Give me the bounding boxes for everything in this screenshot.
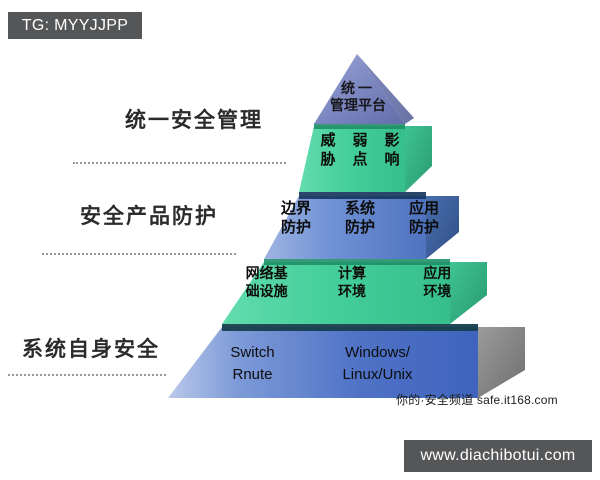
watermark-tag-top: TG: MYYJJPP [8, 12, 142, 39]
threats-col-2: 弱 点 [344, 131, 376, 169]
products-col-2: 系统 防护 [328, 199, 392, 237]
stage-divider-1 [73, 162, 286, 164]
stage-label-system-self-security: 系统自身安全 [22, 337, 160, 361]
pyramid-layer-security-products [264, 192, 459, 259]
products-col-3: 应用 防护 [392, 199, 456, 237]
infra-col-1-line-1: 网络基 [245, 265, 288, 281]
pyramid-layer-apex [314, 54, 414, 124]
pyramid-layer-threats [299, 123, 432, 192]
products-col-1: 边界 防护 [264, 199, 328, 237]
products-col-2-line-2: 防护 [344, 219, 375, 237]
infra-col-1-line-2: 础设施 [245, 282, 288, 299]
stage-divider-2 [42, 253, 236, 255]
threats-col-1-line-2: 胁 [320, 151, 336, 169]
pyramid-layer-security-products-text: 边界 防护 系统 防护 应用 防护 [264, 199, 456, 237]
infra-col-3-line-2: 环境 [423, 282, 452, 299]
infra-col-2-line-2: 环境 [337, 282, 366, 299]
threats-col-1-line-1: 威 [320, 132, 336, 149]
products-col-3-line-2: 防护 [408, 219, 439, 237]
threats-col-2-line-1: 弱 [352, 132, 368, 149]
threats-col-2-line-2: 点 [352, 151, 368, 169]
products-col-2-line-1: 系统 [344, 200, 375, 217]
infra-col-3-line-1: 应用 [423, 265, 452, 281]
stage-label-security-product-protection: 安全产品防护 [80, 204, 218, 228]
products-col-1-line-1: 边界 [280, 200, 311, 217]
threats-col-1: 威 胁 [312, 131, 344, 169]
pyramid-layer-infrastructure [222, 259, 487, 324]
pyramid-layer-infrastructure-text: 网络基 础设施 计算 环境 应用 环境 [224, 265, 480, 301]
infra-col-2: 计算 环境 [309, 265, 394, 301]
stage-label-unified-security-management: 统一安全管理 [125, 108, 263, 132]
threats-col-3: 影 响 [376, 131, 408, 169]
products-col-1-line-2: 防护 [280, 219, 311, 237]
watermark-url-bottom: www.diachibotui.com [404, 440, 592, 472]
infra-col-1: 网络基 础设施 [224, 265, 309, 301]
threats-col-3-line-2: 响 [384, 151, 400, 169]
infra-col-2-line-1: 计算 [337, 265, 366, 281]
threats-col-3-line-1: 影 [384, 132, 400, 149]
infra-col-3: 应用 环境 [395, 265, 480, 301]
source-credit-watermark: 你的·安全频道 safe.it168.com [396, 393, 558, 407]
pyramid-layer-base [168, 324, 525, 398]
products-col-3-line-1: 应用 [408, 200, 439, 217]
pyramid-layer-threats-text: 威 胁 弱 点 影 响 [312, 131, 408, 169]
stage-divider-3 [8, 374, 166, 376]
